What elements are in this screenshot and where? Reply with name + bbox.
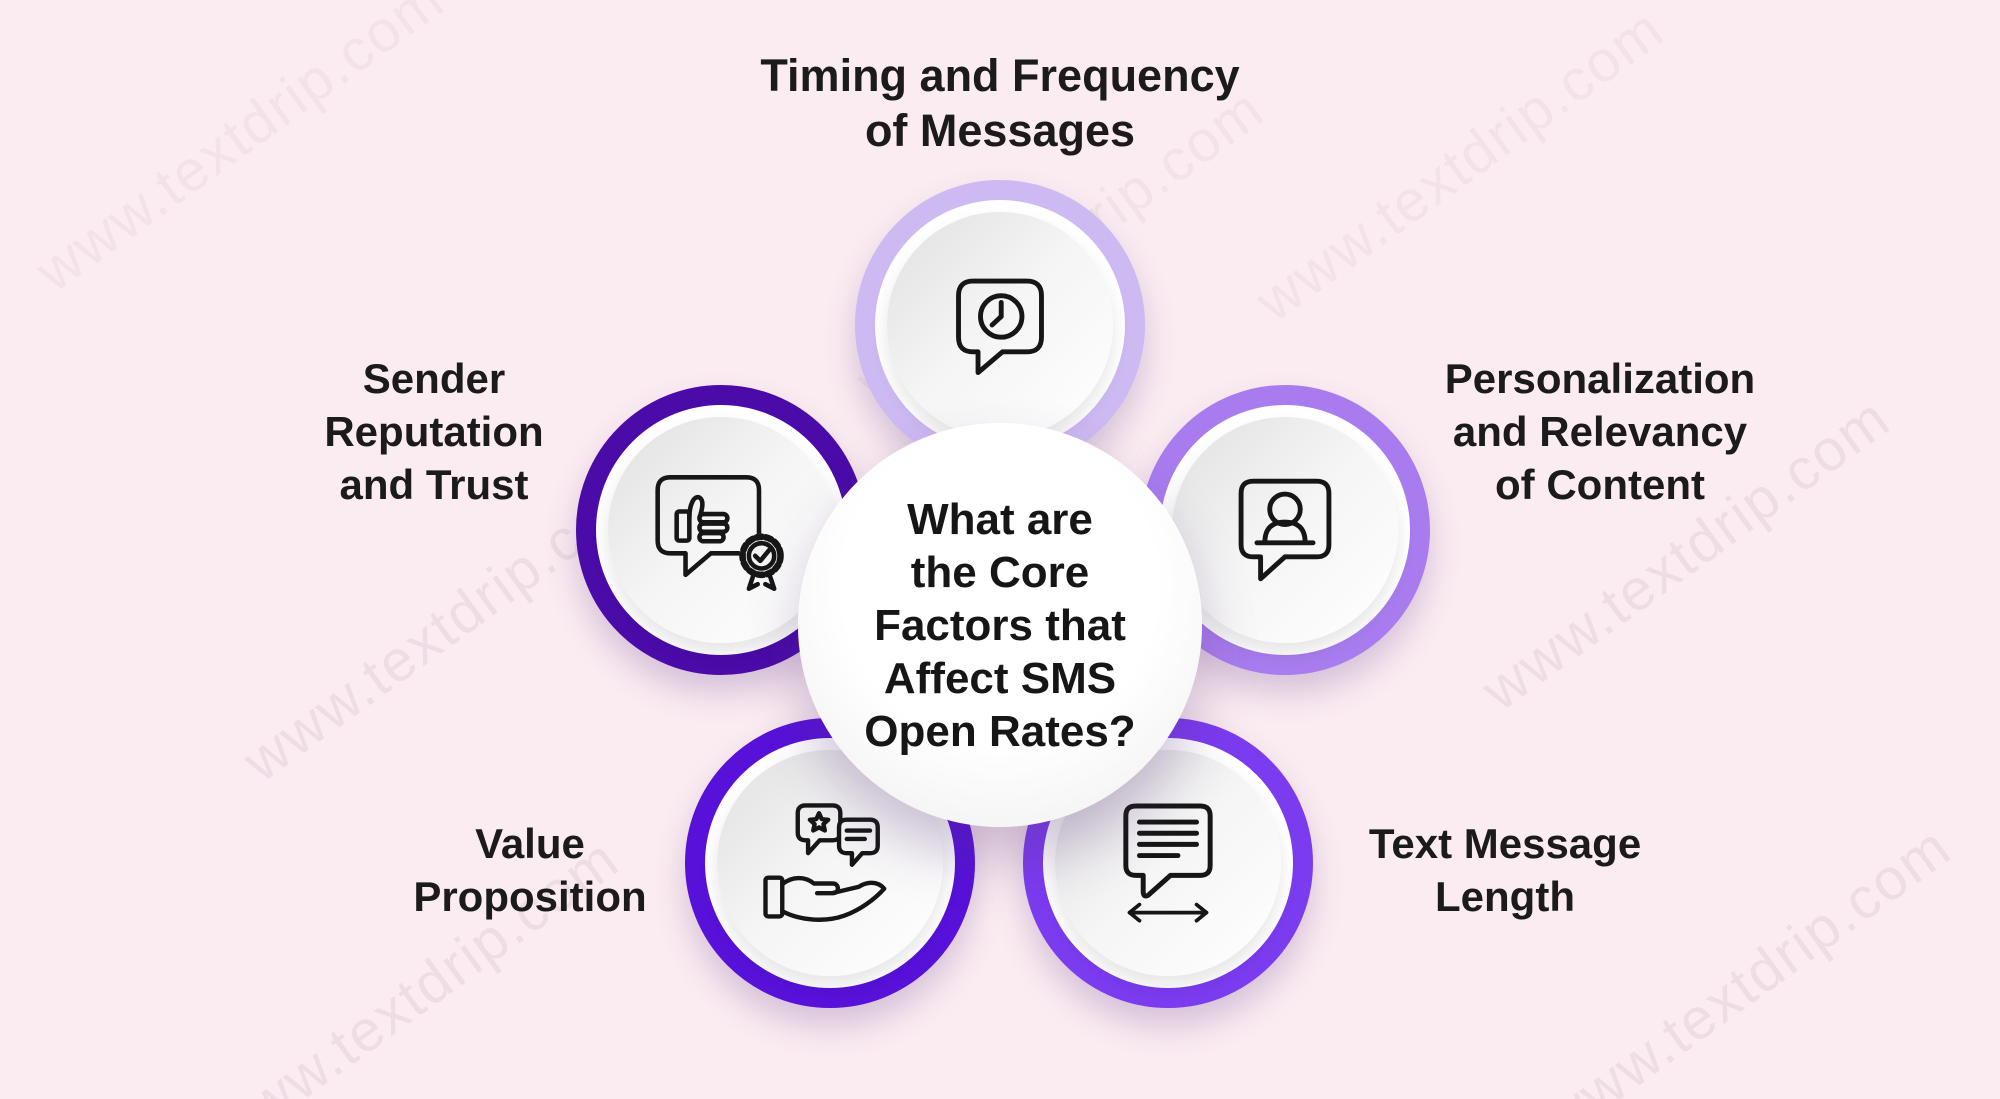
timing-node-face — [887, 212, 1113, 438]
thumbs-up-badge-chat-icon — [655, 474, 784, 591]
watermark: www.textdrip.com — [24, 0, 457, 305]
personalization-node-face — [1172, 417, 1398, 643]
personalization-label: Personalization and Relevancy of Content — [1444, 355, 1756, 508]
center-question-node: What are the Core Factors that Affect SM… — [798, 423, 1202, 827]
watermark: www.textdrip.com — [1244, 0, 1677, 335]
center-question-title: What are the Core Factors that Affect SM… — [864, 494, 1136, 756]
person-chat-icon — [1238, 478, 1332, 582]
hand-holding-chat-star-icon — [763, 802, 887, 922]
timing-frequency-label: Timing and Frequency of Messages — [760, 50, 1240, 156]
value-proposition-label: Value Proposition — [413, 820, 647, 920]
clock-chat-icon — [956, 278, 1044, 376]
sender-node-face — [608, 417, 834, 643]
message-length-arrow-icon — [1123, 803, 1213, 923]
text-message-length-label: Text Message Length — [1368, 820, 1642, 920]
sender-reputation-label: Sender Reputation and Trust — [324, 355, 544, 508]
